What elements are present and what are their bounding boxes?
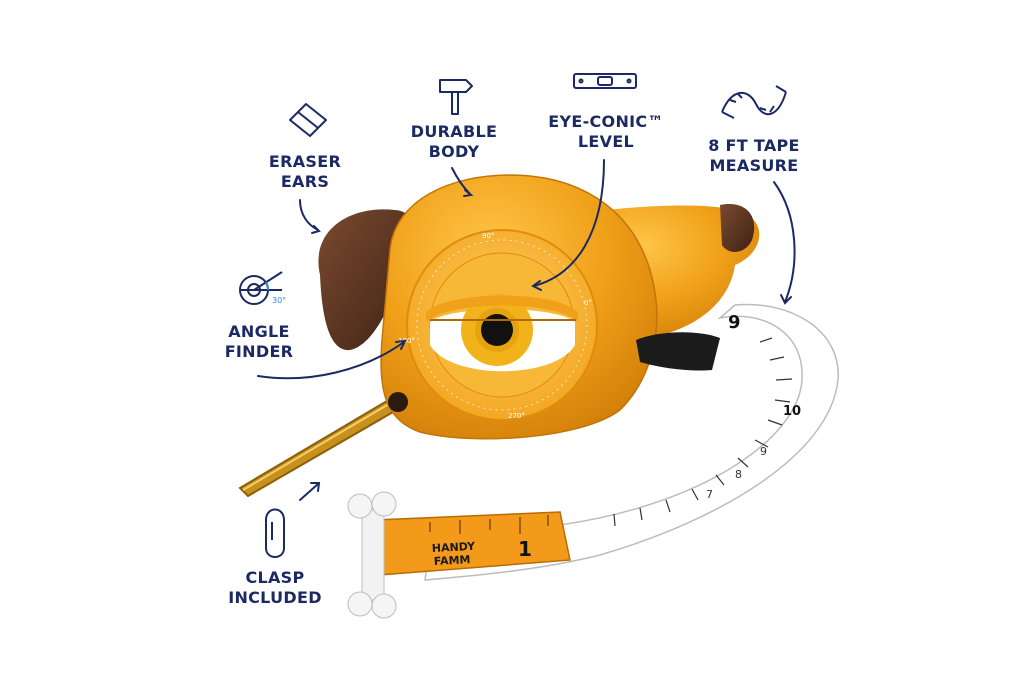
dial-mark-90: 90° <box>482 232 494 240</box>
label-tape-measure-line2: MEASURE <box>709 156 799 175</box>
brand-line2: FAMM <box>433 553 470 568</box>
label-clasp-line1: CLASP <box>245 568 305 587</box>
label-eraser-ears: ERASER EARS <box>250 152 360 192</box>
carabiner-icon <box>265 508 285 558</box>
label-eye-level: EYE-CONIC™ LEVEL <box>538 112 674 152</box>
tape-ribbon-icon <box>721 85 787 119</box>
label-angle-finder-line1: ANGLE <box>228 322 290 341</box>
arrow-angle-finder <box>257 341 405 380</box>
angle-finder-icon <box>239 271 283 305</box>
label-eye-level-line2: LEVEL <box>577 132 635 151</box>
label-durable-body: DURABLE BODY <box>398 122 510 162</box>
callout-arrows <box>257 159 796 501</box>
label-durable-body-line2: BODY <box>428 142 480 161</box>
dial-mark-180: 180° <box>398 337 415 345</box>
brand-line1: HANDY <box>431 540 476 555</box>
tape-number-7: 7 <box>706 488 713 501</box>
arrow-tape-measure <box>773 181 796 303</box>
tape-end-segment <box>347 491 571 619</box>
arrow-eraser-ears <box>299 199 319 231</box>
angle-dial <box>406 229 598 421</box>
label-clasp: CLASP INCLUDED <box>214 568 336 608</box>
label-angle-finder-line2: FINDER <box>224 342 294 361</box>
label-tape-measure-line1: 8 FT TAPE <box>708 136 800 155</box>
label-eraser-ears-line1: ERASER <box>268 152 342 171</box>
tape-number-1: 1 <box>518 537 532 561</box>
tape-number-9: 9 <box>760 445 767 458</box>
clasp-rod <box>238 396 402 498</box>
dial-mark-0: 0° <box>584 299 592 307</box>
label-durable-body-line1: DURABLE <box>410 122 498 141</box>
arrow-clasp <box>299 483 319 501</box>
label-eye-level-line1: EYE-CONIC™ <box>548 112 664 131</box>
label-angle-finder: ANGLE FINDER <box>200 322 318 362</box>
angle-icon-mark: 30° <box>272 296 286 305</box>
bone-hook <box>347 491 397 619</box>
label-tape-measure: 8 FT TAPE MEASURE <box>692 136 816 176</box>
dial-mark-270: 270° <box>508 412 525 420</box>
tape-number-10: 10 <box>783 404 801 419</box>
hammer-icon <box>439 79 473 115</box>
arrow-eye-level <box>533 159 605 287</box>
spirit-level-icon <box>573 73 637 89</box>
label-clasp-line2: INCLUDED <box>228 588 322 607</box>
tape-number-top: 9 <box>728 312 741 333</box>
label-eraser-ears-line2: EARS <box>280 172 330 191</box>
tape-number-8: 8 <box>735 468 742 481</box>
eraser-icon <box>289 103 327 137</box>
